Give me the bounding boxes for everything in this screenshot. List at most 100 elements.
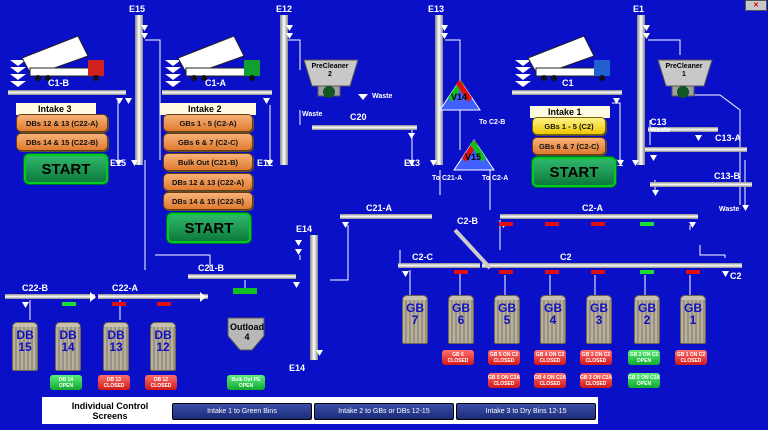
label-e15: E15 <box>129 4 146 14</box>
elevator-e12 <box>280 15 288 165</box>
conveyor-c1 <box>512 90 622 95</box>
elevator-e1 <box>637 15 645 165</box>
intake2-title-panel <box>160 103 256 115</box>
intake2-gbs6-7-button[interactable]: GBs 6 & 7 (C2-C) <box>163 133 253 151</box>
green-bin-5-c2-status[interactable]: GB 5 ON C2 CLOSED <box>488 350 520 365</box>
label-c22a: C22-A <box>112 283 139 293</box>
nav-intake2-gbs-dbs[interactable]: Intake 2 to GBs or DBs 12-15 <box>314 403 454 420</box>
gate-gb3-c2 <box>591 270 605 274</box>
green-bin-4-c2-status[interactable]: GB 4 ON C2 CLOSED <box>534 350 566 365</box>
valve-v15 <box>453 139 495 171</box>
conveyor-c21a <box>340 214 432 219</box>
label-c2-end: C2 <box>730 271 742 281</box>
green-bin-2[interactable]: GB 2 <box>634 295 660 344</box>
intake3-db14-15-button[interactable]: DBs 14 & 15 (C22-B) <box>16 133 108 151</box>
label-v14: V14 <box>451 92 468 102</box>
label-c20: C20 <box>350 112 367 122</box>
label-e1: E1 <box>633 4 645 14</box>
dry-bin-13[interactable]: DB 13 <box>103 322 129 371</box>
label-precleaner-2: PreCleaner 2 <box>311 63 349 78</box>
intake2-start-button[interactable]: START <box>167 213 251 243</box>
elevator-e15 <box>135 15 143 165</box>
dry-bin-14[interactable]: DB 14 <box>55 322 81 371</box>
precleaner-2 <box>303 59 368 100</box>
conveyor-c13 <box>648 127 718 132</box>
green-bin-2-c2-status[interactable]: GB 2 ON C2 OPEN <box>628 350 660 365</box>
label-waste-3: Waste <box>650 127 671 134</box>
green-bin-5-c2a-status[interactable]: GB 5 ON C2A CLOSED <box>488 373 520 388</box>
gate-gb1-c2 <box>686 270 700 274</box>
truck-intake-1 <box>527 35 610 81</box>
gate-gb6 <box>454 270 468 274</box>
gate-gb5-c2 <box>499 270 513 274</box>
green-bin-3-c2-status[interactable]: GB 3 ON C2 CLOSED <box>580 350 612 365</box>
green-bin-6-status[interactable]: GB 6 CLOSED <box>442 350 474 365</box>
dry-bin-15[interactable]: DB 15 <box>12 322 38 371</box>
green-bin-1[interactable]: GB 1 <box>680 295 706 344</box>
label-e14-bottom: E14 <box>289 363 306 373</box>
label-waste-1: Waste <box>372 93 393 100</box>
conveyor-c13a <box>645 147 747 152</box>
dry-bin-14-status[interactable]: DB 14 OPEN <box>50 375 82 390</box>
green-bin-6[interactable]: GB 6 <box>448 295 474 344</box>
label-c22b: C22-B <box>22 283 49 293</box>
green-bin-1-c2-status[interactable]: GB 1 ON C2 CLOSED <box>675 350 707 365</box>
label-c13a: C13-A <box>715 133 742 143</box>
label-c2b: C2-B <box>457 216 479 226</box>
label-c2a: C2-A <box>582 203 604 213</box>
intake3-title: Intake 3 <box>38 104 72 114</box>
dry-bin-12[interactable]: DB 12 <box>150 322 176 371</box>
nav-intake3-dry-bins[interactable]: Intake 3 to Dry Bins 12-15 <box>456 403 596 420</box>
conveyor-c1a <box>162 90 272 95</box>
gate-gb2-c2 <box>640 270 654 274</box>
intake2-bulk-out-button[interactable]: Bulk Out (C21-B) <box>163 153 253 171</box>
conveyor-c2b <box>453 228 492 270</box>
intake2-gbs1-5-button[interactable]: GBs 1 - 5 (C2-A) <box>163 114 253 132</box>
label-c2: C2 <box>560 252 572 262</box>
conveyor-c22b <box>5 294 95 299</box>
gate-db13 <box>112 302 126 306</box>
dry-bin-13-status[interactable]: DB 13 CLOSED <box>98 375 130 390</box>
label-e14: E14 <box>296 224 313 234</box>
intake3-start-button[interactable]: START <box>24 154 108 184</box>
intake1-gbs1-5-button[interactable]: GBs 1 - 5 (C2) <box>532 117 606 135</box>
truck-intake-3 <box>21 35 104 81</box>
nav-intake1-green-bins[interactable]: Intake 1 to Green Bins <box>172 403 312 420</box>
label-v15-to-c21a: To C21-A <box>432 175 463 182</box>
label-c1: C1 <box>562 78 574 88</box>
green-bin-5[interactable]: GB 5 <box>494 295 520 344</box>
dry-bin-12-status[interactable]: DB 12 CLOSED <box>145 375 177 390</box>
gate-gb2-c2a <box>640 222 654 226</box>
truck-intake-2 <box>177 35 260 81</box>
valve-v14 <box>439 79 481 111</box>
outload-hopper <box>227 288 265 351</box>
elevator-e13 <box>435 15 443 165</box>
label-e12: E12 <box>276 4 293 14</box>
intake2-db12-13-button[interactable]: DBs 12 & 13 (C22-A) <box>163 173 253 191</box>
conveyor-c21b <box>188 274 296 279</box>
green-bin-3[interactable]: GB 3 <box>586 295 612 344</box>
label-e13: E13 <box>428 4 445 14</box>
green-bin-2-c2a-status[interactable]: GB 2 ON C2A OPEN <box>628 373 660 388</box>
outload-status[interactable]: Bulk Out PE OPEN <box>227 375 265 390</box>
gate-gb5-c2a <box>499 222 513 226</box>
intake1-gbs6-7-button[interactable]: GBs 6 & 7 (C2-C) <box>532 137 606 155</box>
gate-gb4-c2a <box>545 222 559 226</box>
intake2-db14-15-button[interactable]: DBs 14 & 15 (C22-B) <box>163 192 253 210</box>
green-bin-4[interactable]: GB 4 <box>540 295 566 344</box>
conveyor-c20 <box>312 125 417 130</box>
green-bin-4-c2a-status[interactable]: GB 4 ON C2A CLOSED <box>534 373 566 388</box>
intake1-start-button[interactable]: START <box>532 157 616 187</box>
precleaner-1 <box>657 59 713 98</box>
label-e15-bottom: E15 <box>110 158 127 168</box>
label-precleaner-1: PreCleaner 1 <box>665 63 703 78</box>
intake3-db12-13-button[interactable]: DBs 12 & 13 (C22-A) <box>16 114 108 132</box>
green-bin-3-c2a-status[interactable]: GB 3 ON C2A CLOSED <box>580 373 612 388</box>
close-button[interactable]: ✕ <box>745 0 767 11</box>
conveyor-c13b <box>650 182 752 187</box>
green-bin-7[interactable]: GB 7 <box>402 295 428 344</box>
label-c13: C13 <box>650 117 667 127</box>
label-c21a: C21-A <box>366 203 393 213</box>
label-c13b: C13-B <box>714 171 741 181</box>
